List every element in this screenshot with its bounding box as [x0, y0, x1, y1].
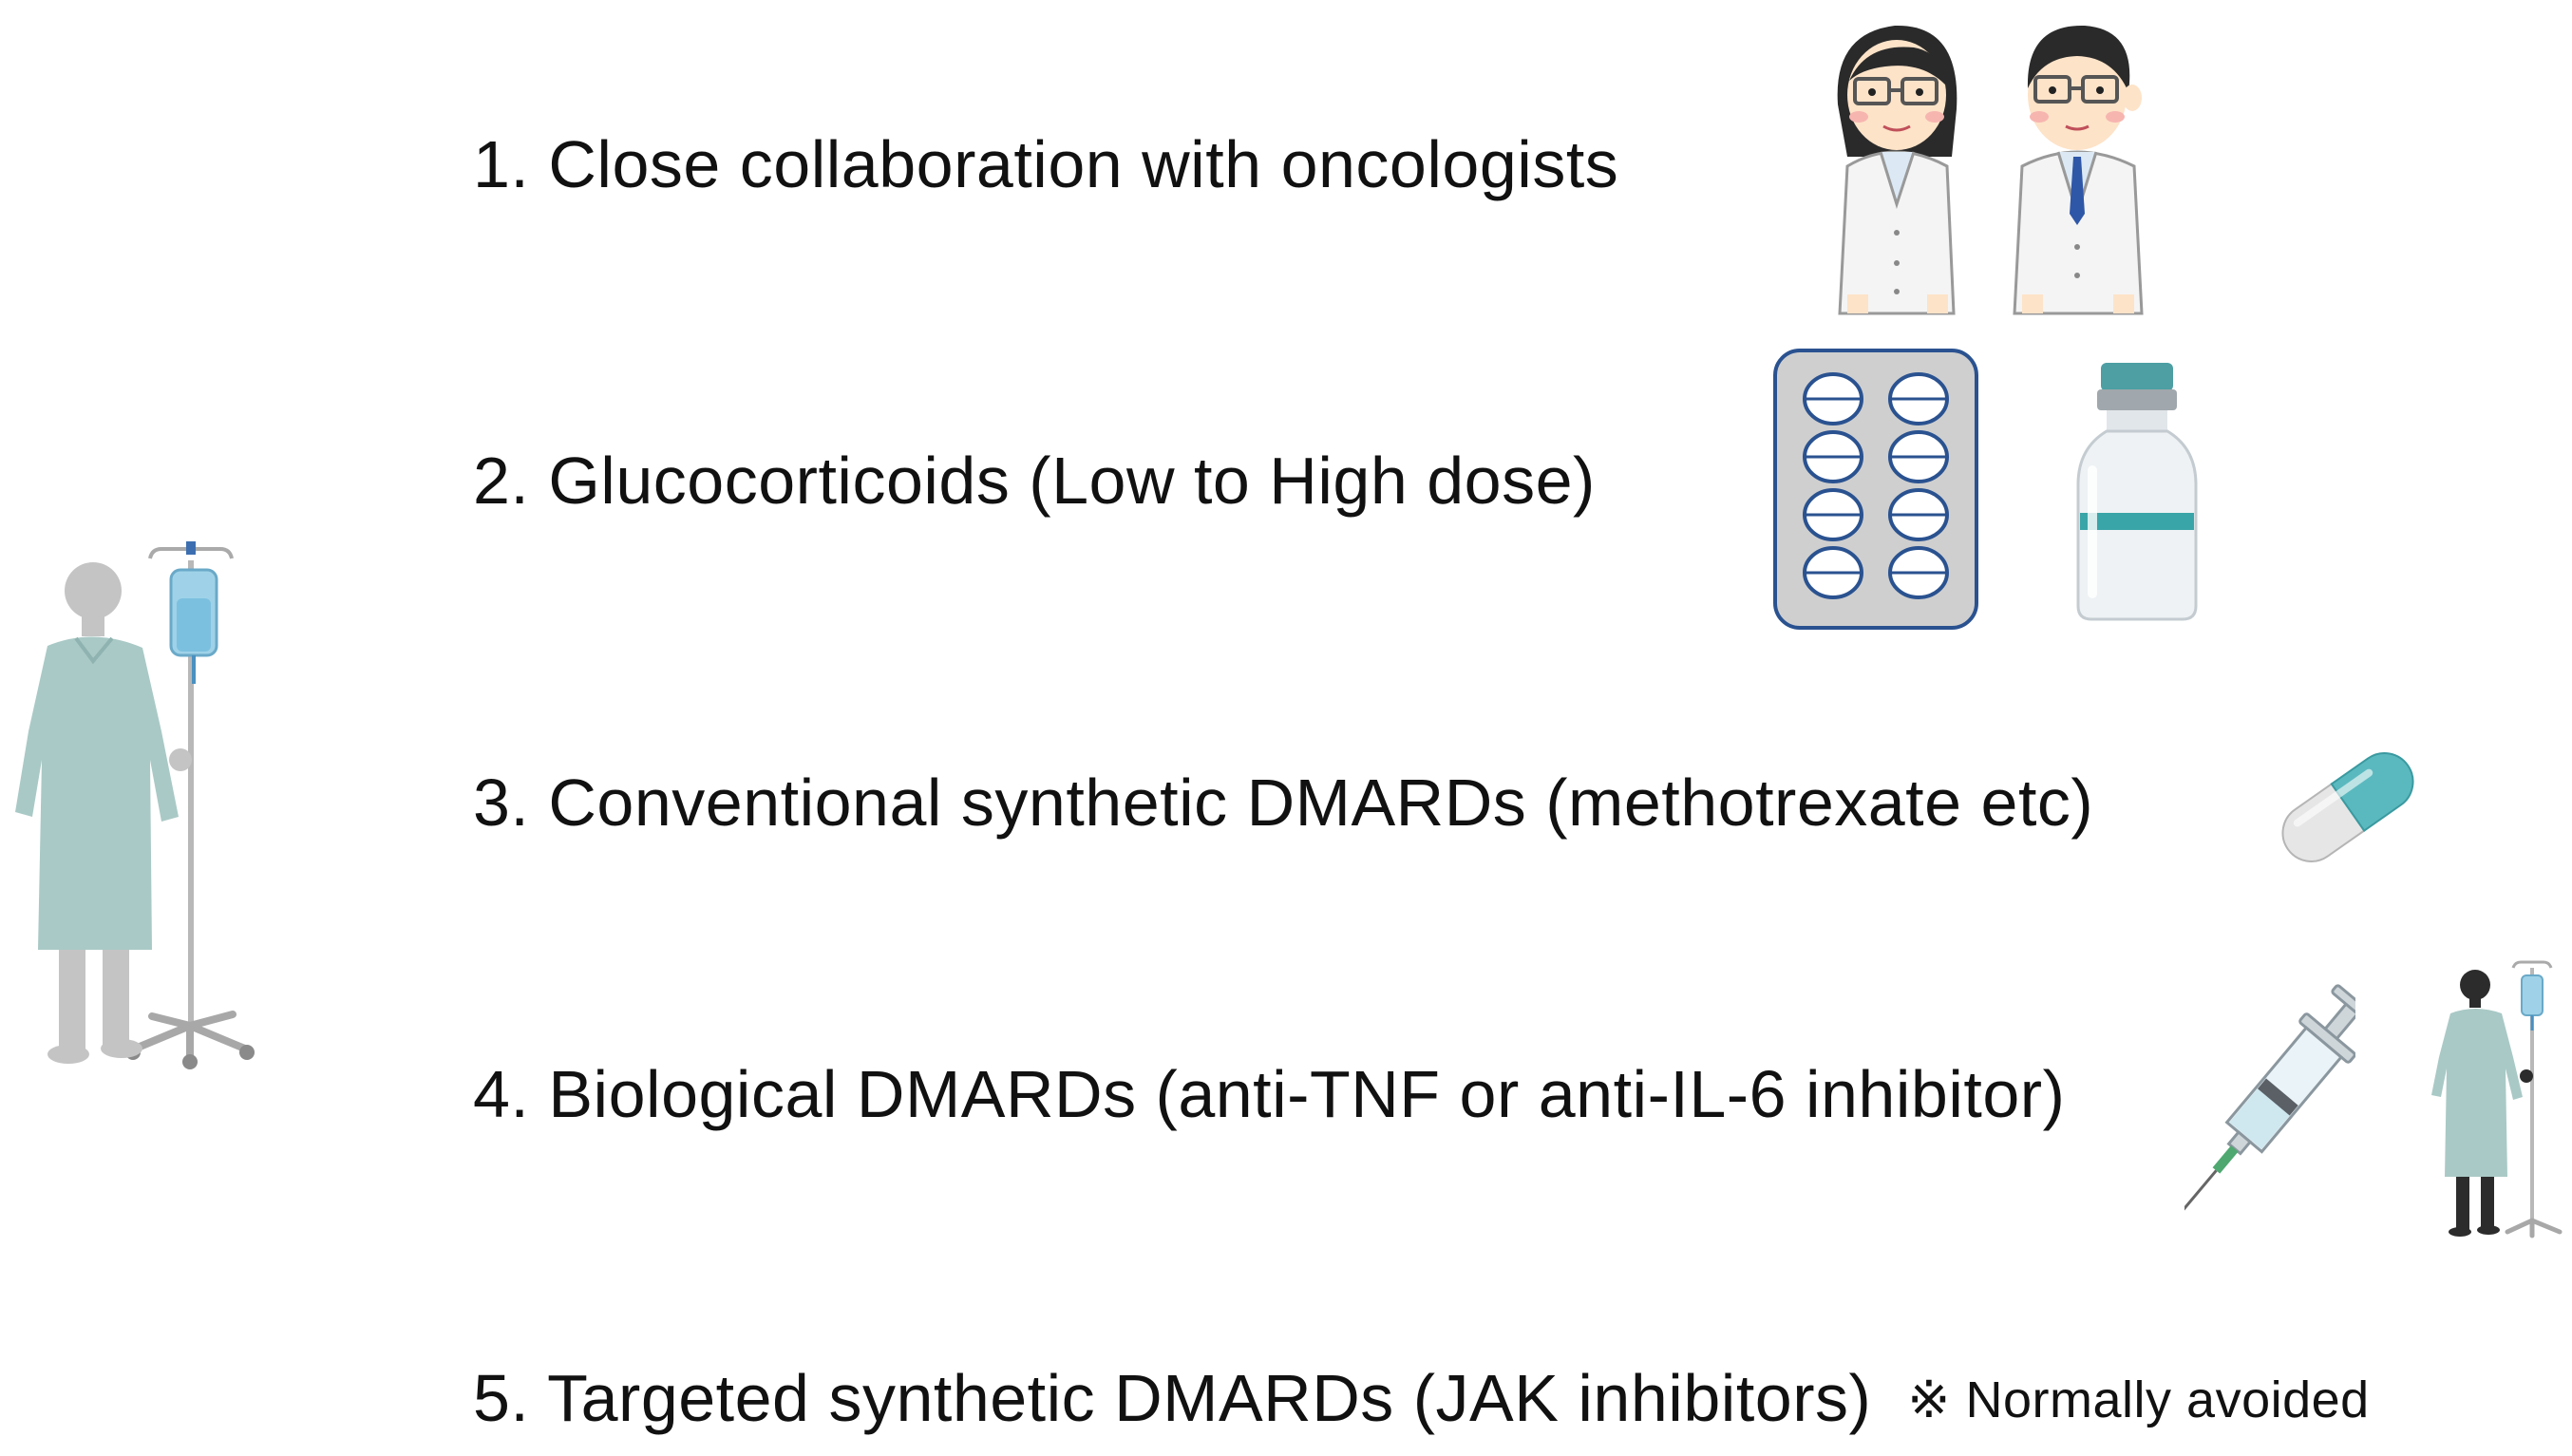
list-item-4: 4. Biological DMARDs (anti-TNF or anti-I…	[473, 1061, 2065, 1127]
list-item-3: 3. Conventional synthetic DMARDs (methot…	[473, 769, 2093, 836]
item-text: Close collaboration with oncologists	[548, 127, 1619, 201]
list-item-1: 1. Close collaboration with oncologists	[473, 131, 1618, 198]
item-text: Glucocorticoids (Low to High dose)	[548, 444, 1596, 518]
item-number: 2.	[473, 444, 530, 518]
doctors-icon	[1837, 25, 2144, 315]
syringe-icon	[2184, 984, 2355, 1224]
patient-with-iv-large-icon	[15, 541, 255, 1069]
item-number: 1.	[473, 127, 530, 201]
capsule-icon	[2281, 752, 2414, 862]
item-note: ※ Normally avoided	[1907, 1371, 2370, 1428]
item-number: 3.	[473, 766, 530, 840]
item-text: Targeted synthetic DMARDs (JAK inhibitor…	[547, 1361, 1872, 1435]
list-item-2: 2. Glucocorticoids (Low to High dose)	[473, 447, 1596, 514]
item-number: 4.	[473, 1057, 530, 1131]
list-item-5: 5. Targeted synthetic DMARDs (JAK inhibi…	[473, 1365, 2370, 1431]
vial-icon	[2076, 363, 2198, 621]
pill-blister-icon	[1773, 349, 1978, 630]
item-number: 5.	[473, 1361, 530, 1435]
item-text: Conventional synthetic DMARDs (methotrex…	[548, 766, 2094, 840]
item-text: Biological DMARDs (anti-TNF or anti-IL-6…	[548, 1057, 2066, 1131]
patient-with-iv-small-icon	[2431, 960, 2563, 1239]
